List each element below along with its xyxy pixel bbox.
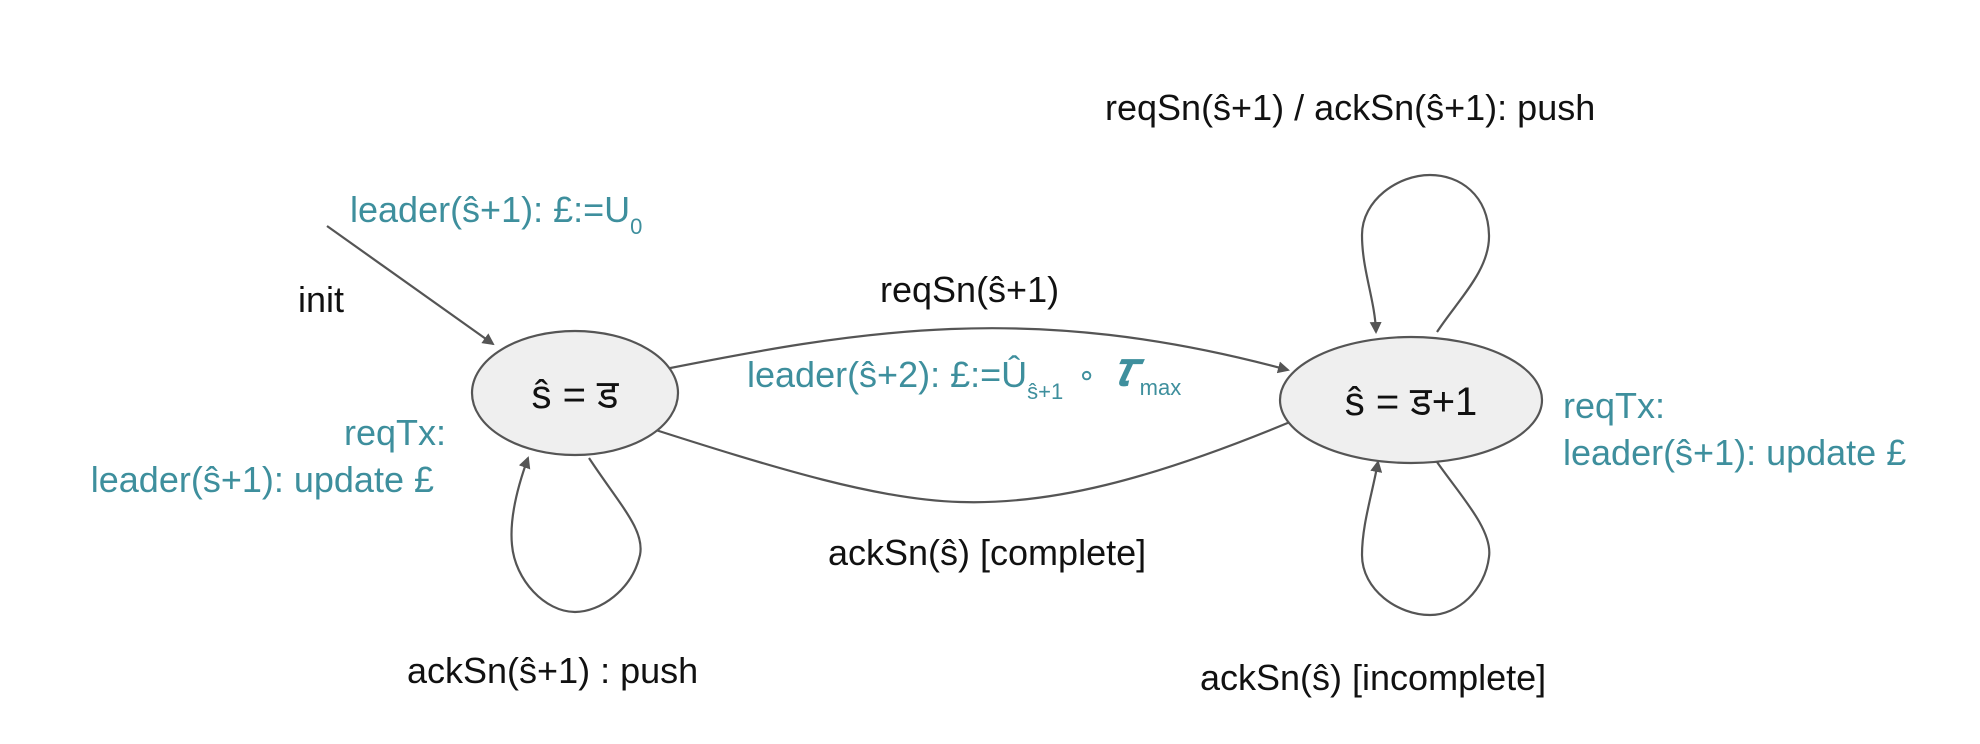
s1-reqtx-label-line1: reqTx: [1563,385,1665,426]
transition-reqsn-arrow [649,327,1290,374]
s0-self-loop-arrow [510,456,642,614]
s1-top-self-loop-arrow [1360,173,1491,334]
back-event-label: ackSn(ŝ) [complete] [828,532,1146,573]
transition-acksn-complete-arrow [635,420,1291,504]
state-s-label: ŝ = ड [532,373,620,417]
forward-action-label: leader(ŝ+2): £:=Ûŝ+1∘𝜏max [747,341,1181,404]
s1-bottom-loop-label: ackSn(ŝ) [incomplete] [1200,657,1546,698]
state-s: ŝ = ड [470,329,680,457]
s1-bottom-self-loop-arrow [1360,460,1491,617]
s1-reqtx-label-line2: leader(ŝ+1): update £ [1563,432,1906,473]
s0-self-loop-label: ackSn(ŝ+1) : push [407,650,698,691]
s0-reqtx-label-line2: leader(ŝ+1): update £ [91,459,434,500]
state-s-plus-1-label: ŝ = ड+1 [1345,380,1478,424]
init-arrow [326,225,495,346]
s1-top-loop-label: reqSn(ŝ+1) / ackSn(ŝ+1): push [1105,87,1595,128]
forward-event-label: reqSn(ŝ+1) [880,269,1059,310]
init-action-label: leader(ŝ+1): £:=U0 [350,189,642,239]
init-label: init [298,279,344,320]
s0-reqtx-label-line1: reqTx: [344,412,446,453]
state-s-plus-1: ŝ = ड+1 [1278,335,1544,465]
